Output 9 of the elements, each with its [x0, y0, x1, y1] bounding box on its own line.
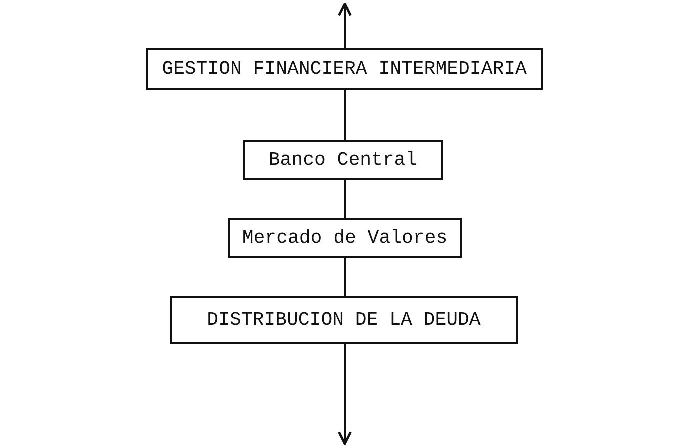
arrow	[338, 2, 352, 48]
process-box: Banco Central	[243, 140, 443, 180]
process-box: GESTION FINANCIERA INTERMEDIARIA	[146, 48, 543, 90]
process-box: Mercado de Valores	[228, 218, 462, 258]
process-box: DISTRIBUCION DE LA DEUDA	[170, 296, 518, 344]
connector-line	[344, 258, 346, 296]
arrow	[338, 344, 352, 446]
connector-line	[344, 90, 346, 140]
connector-line	[344, 180, 346, 218]
